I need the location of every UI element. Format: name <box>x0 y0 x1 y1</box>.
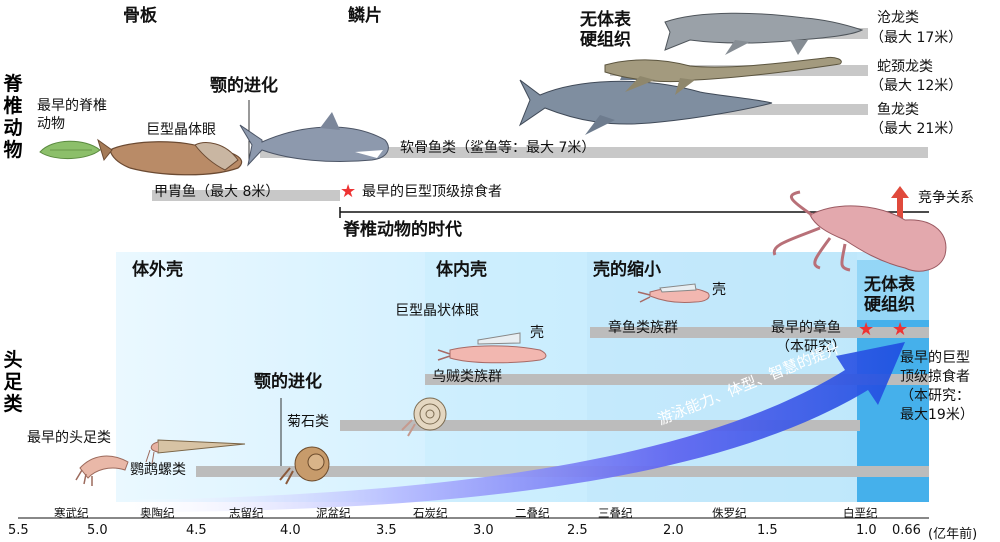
placoderm-range-bar <box>152 190 340 201</box>
mosasaur-illustration <box>664 12 864 55</box>
cephalopod-jaw-evolution-label: 颚的进化 <box>254 372 322 392</box>
competition-label: 竞争关系 <box>918 190 974 206</box>
earliest-cephalopod-illustration <box>75 455 129 486</box>
period-label: 三叠纪 <box>598 506 633 520</box>
first-cephalopod-predator-star: ★ <box>892 319 909 340</box>
octopus-shell-label: 壳 <box>712 282 726 298</box>
vertebrate-giant-eye-label: 巨型晶体眼 <box>146 122 216 138</box>
squid-group-label: 乌贼类族群 <box>432 369 502 385</box>
time-tick-label: 1.0 <box>856 523 877 538</box>
mosasaur-label: 沧龙类 <box>877 10 919 26</box>
first-octopus-study-label: （本研究） <box>776 339 846 355</box>
cephalopod-predator-line3: （本研究： <box>900 388 970 404</box>
vertebrates-section-label: 脊椎动物 <box>3 73 23 161</box>
period-label: 石炭纪 <box>413 506 448 520</box>
earliest-vertebrate-label: 最早的脊椎动物 <box>37 98 107 132</box>
internal-shell-header: 体内壳 <box>436 260 487 280</box>
time-tick-label: 2.0 <box>663 523 684 538</box>
plesiosaur-size-label: （最大 12米） <box>870 78 963 94</box>
ichthyosaur-size-label: （最大 21米） <box>870 121 963 137</box>
plesiosaur-label: 蛇颈龙类 <box>877 59 933 75</box>
first-predator-star: ★ <box>340 181 357 202</box>
squid-range-bar <box>425 374 929 385</box>
time-tick-label: 1.5 <box>757 523 778 538</box>
cephalopod-giant-eye-label: 巨型晶状体眼 <box>395 303 479 319</box>
period-label: 白垩纪 <box>843 506 878 520</box>
time-unit-label: (亿年前) <box>928 527 978 542</box>
coiled-nautilus-illustration <box>279 446 330 485</box>
bone-plate-header: 骨板 <box>123 6 157 26</box>
vertebrate-era-label: 脊椎动物的时代 <box>343 220 462 240</box>
period-label: 奥陶纪 <box>140 506 175 520</box>
first-octopus-star: ★ <box>858 319 875 340</box>
earliest-vertebrate-illustration <box>39 140 101 160</box>
nautiloid-illustration <box>145 439 246 465</box>
squid-shell-label: 壳 <box>530 325 544 341</box>
time-tick-label: 5.5 <box>8 523 29 538</box>
cephalopod-no-hard-tissue-header: 无体表硬组织 <box>864 275 915 316</box>
scales-header: 鳞片 <box>348 6 382 26</box>
ammonite-illustration <box>401 397 447 437</box>
first-predator-label: 最早的巨型顶级掠食者 <box>362 184 502 200</box>
early-octopus-illustration <box>637 283 710 303</box>
time-tick-label: 3.5 <box>376 523 397 538</box>
period-label: 志留纪 <box>229 506 264 520</box>
first-octopus-label: 最早的章鱼 <box>771 320 841 336</box>
period-label: 泥盆纪 <box>316 506 351 520</box>
ammonoid-range-bar <box>340 420 860 431</box>
mosasaur-size-label: （最大 17米） <box>870 30 963 46</box>
period-label: 侏罗纪 <box>712 506 747 520</box>
period-label: 二叠纪 <box>515 506 550 520</box>
time-tick-label: 2.5 <box>567 523 588 538</box>
giant-octopus-illustration <box>772 190 947 272</box>
placoderm-illustration <box>97 138 243 176</box>
plesiosaur-illustration <box>604 57 842 95</box>
sharks-label: 软骨鱼类（鲨鱼等：最大 7米） <box>400 140 596 156</box>
shell-reduction-header: 壳的缩小 <box>593 260 661 280</box>
ichthyosaur-label: 鱼龙类 <box>877 102 919 118</box>
earliest-cephalopod-label: 最早的头足类 <box>27 430 111 446</box>
octopus-range-bar <box>590 327 929 338</box>
shark-range-bar <box>260 147 928 158</box>
ammonoid-label: 菊石类 <box>287 414 329 430</box>
squid-illustration <box>437 332 547 364</box>
time-tick-label: 4.0 <box>280 523 301 538</box>
external-shell-header: 体外壳 <box>132 260 183 280</box>
vertebrate-no-hard-tissue-header: 无体表硬组织 <box>580 10 631 51</box>
period-label: 寒武纪 <box>54 506 89 520</box>
time-tick-label: 0.66 <box>892 523 921 538</box>
shark-illustration <box>239 112 389 167</box>
cephalopod-predator-line2: 顶级掠食者 <box>900 369 970 385</box>
time-tick-label: 3.0 <box>473 523 494 538</box>
vertebrate-jaw-evolution-label: 颚的进化 <box>210 76 278 96</box>
nautiloid-label: 鹦鹉螺类 <box>130 462 186 478</box>
placoderm-label: 甲胄鱼（最大 8米） <box>154 184 280 200</box>
time-tick-label: 4.5 <box>186 523 207 538</box>
cephalopod-predator-line4: 最大19米） <box>900 407 974 423</box>
cephalopod-predator-line1: 最早的巨型 <box>900 350 970 366</box>
cephalopods-section-label: 头足类 <box>3 349 23 415</box>
time-tick-label: 5.0 <box>87 523 108 538</box>
octopus-group-label: 章鱼类族群 <box>608 320 678 336</box>
